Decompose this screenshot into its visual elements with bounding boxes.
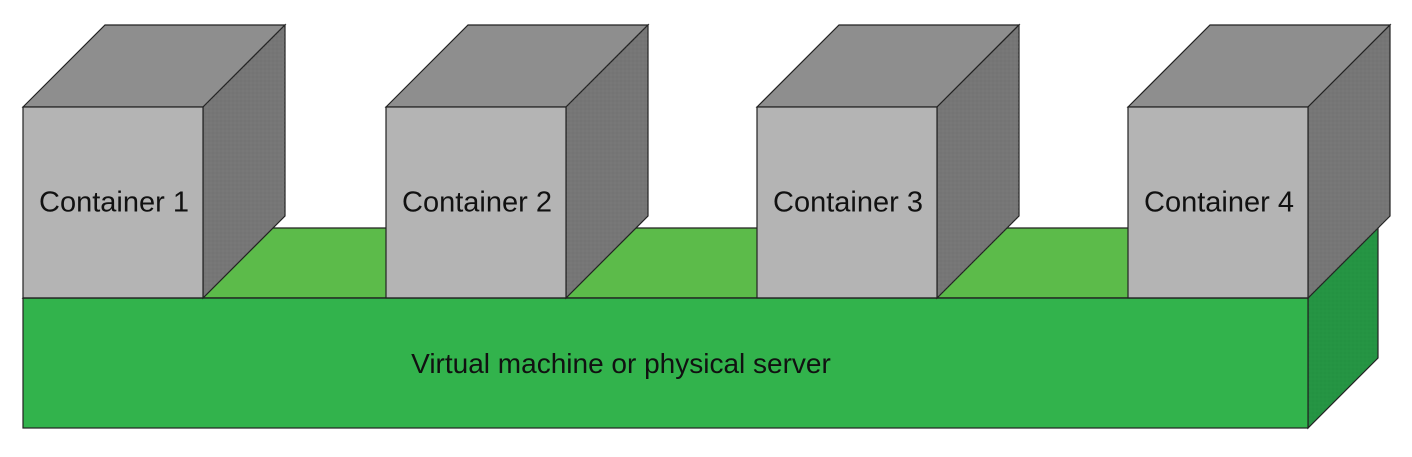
server-label: Virtual machine or physical server [411,348,831,379]
container-1-label: Container 1 [39,186,189,219]
server-side-texture [1308,228,1378,428]
container-2 [384,23,650,300]
container-3 [755,23,1021,300]
container-4-side-texture [1308,25,1390,298]
container-4 [1126,23,1392,300]
container-4-label: Container 4 [1144,186,1294,219]
server-front-face [22,297,1309,429]
container-4-front-face [1127,106,1309,299]
container-1-front-face [22,106,204,299]
container-2-front-face [385,106,567,299]
container-1-side-texture [203,25,285,298]
container-3-side-texture [937,25,1019,298]
container-3-label: Container 3 [773,186,923,219]
container-1 [21,23,287,300]
container-2-side-texture [566,25,648,298]
container-2-label: Container 2 [402,186,552,219]
container-3-front-face [756,106,938,299]
